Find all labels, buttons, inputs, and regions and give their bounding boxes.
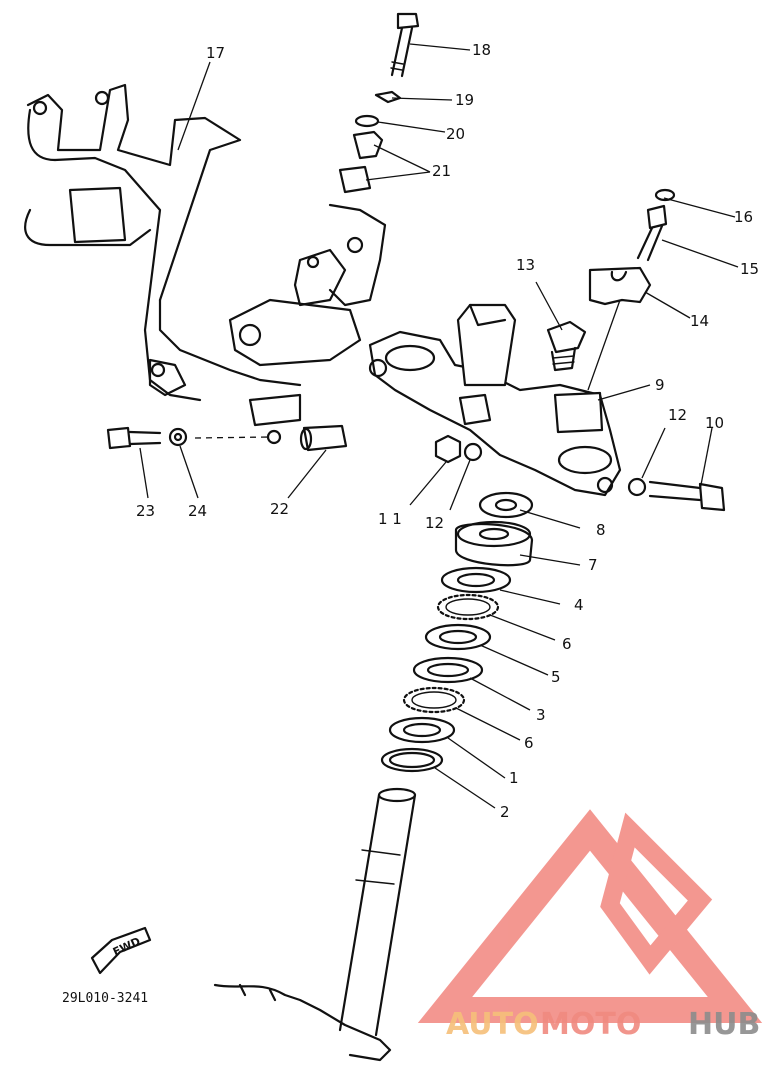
race-3 (412, 656, 484, 684)
cap-16 (654, 188, 676, 202)
label-10: 10 (705, 414, 724, 432)
label-3: 3 (536, 706, 546, 724)
ring-nut-8 (478, 491, 534, 519)
collar-21a (352, 130, 384, 160)
label-15: 15 (740, 260, 759, 278)
ball-bearings-6-upper (436, 593, 500, 621)
race-4 (440, 566, 512, 594)
drawing-code: 29L010-3241 (62, 991, 148, 1006)
bolt-15 (636, 204, 668, 262)
bolt-13 (546, 320, 587, 372)
bolt-18 (390, 12, 420, 78)
handlebar-stay-bracket (24, 83, 387, 445)
watermark-auto: AUTO (446, 1007, 539, 1042)
label-12-left: 12 (425, 514, 444, 532)
label-12-right: 12 (668, 406, 687, 424)
race-1 (388, 716, 456, 744)
label-11: 1 1 (378, 510, 402, 528)
label-9: 9 (655, 376, 665, 394)
cover-7 (454, 520, 534, 567)
label-6-upper: 6 (562, 635, 572, 653)
label-21: 21 (432, 162, 451, 180)
watermark-triangle-logo (417, 809, 763, 1023)
ball-bearings-6-lower (402, 686, 466, 714)
label-19: 19 (455, 91, 474, 109)
label-23: 23 (136, 502, 155, 520)
label-13: 13 (516, 256, 535, 274)
label-16: 16 (734, 208, 753, 226)
label-1: 1 (509, 769, 519, 787)
watermark-moto: MOTO (540, 1007, 641, 1042)
label-14: 14 (690, 312, 709, 330)
steering-stem-tube (213, 787, 417, 1062)
collar-21b (338, 165, 372, 194)
part-number-labels: 17 18 19 20 21 16 13 15 14 9 12 10 1 1 1… (136, 41, 759, 821)
fwd-arrow-icon: FWD (90, 926, 152, 975)
label-20: 20 (446, 125, 465, 143)
label-7: 7 (588, 556, 598, 574)
leader-lines (139, 43, 739, 809)
watermark-hub: HUB (688, 1007, 760, 1042)
washer-24 (168, 427, 188, 447)
collar-22 (299, 424, 348, 452)
label-5: 5 (551, 668, 561, 686)
label-22: 22 (270, 500, 289, 518)
label-8: 8 (596, 521, 606, 539)
washer-19 (374, 90, 402, 104)
label-24: 24 (188, 502, 207, 520)
dust-seal-2 (380, 747, 444, 773)
upper-bracket-9 (368, 303, 622, 497)
label-17: 17 (206, 44, 225, 62)
washer-20 (354, 114, 380, 128)
washer-12a (463, 442, 483, 462)
washer-12b (627, 477, 647, 497)
label-6-lower: 6 (524, 734, 534, 752)
label-18: 18 (472, 41, 491, 59)
nut-11 (434, 434, 462, 464)
label-4: 4 (574, 596, 584, 614)
upper-handlebar-holder-14 (588, 266, 652, 306)
assembly-line-24 (194, 436, 271, 439)
watermark-wordmark: AUTO MOTO HUB (446, 1007, 760, 1042)
label-2: 2 (500, 803, 510, 821)
bolt-10 (648, 480, 726, 512)
bolt-23 (106, 426, 162, 450)
race-5 (424, 623, 492, 651)
